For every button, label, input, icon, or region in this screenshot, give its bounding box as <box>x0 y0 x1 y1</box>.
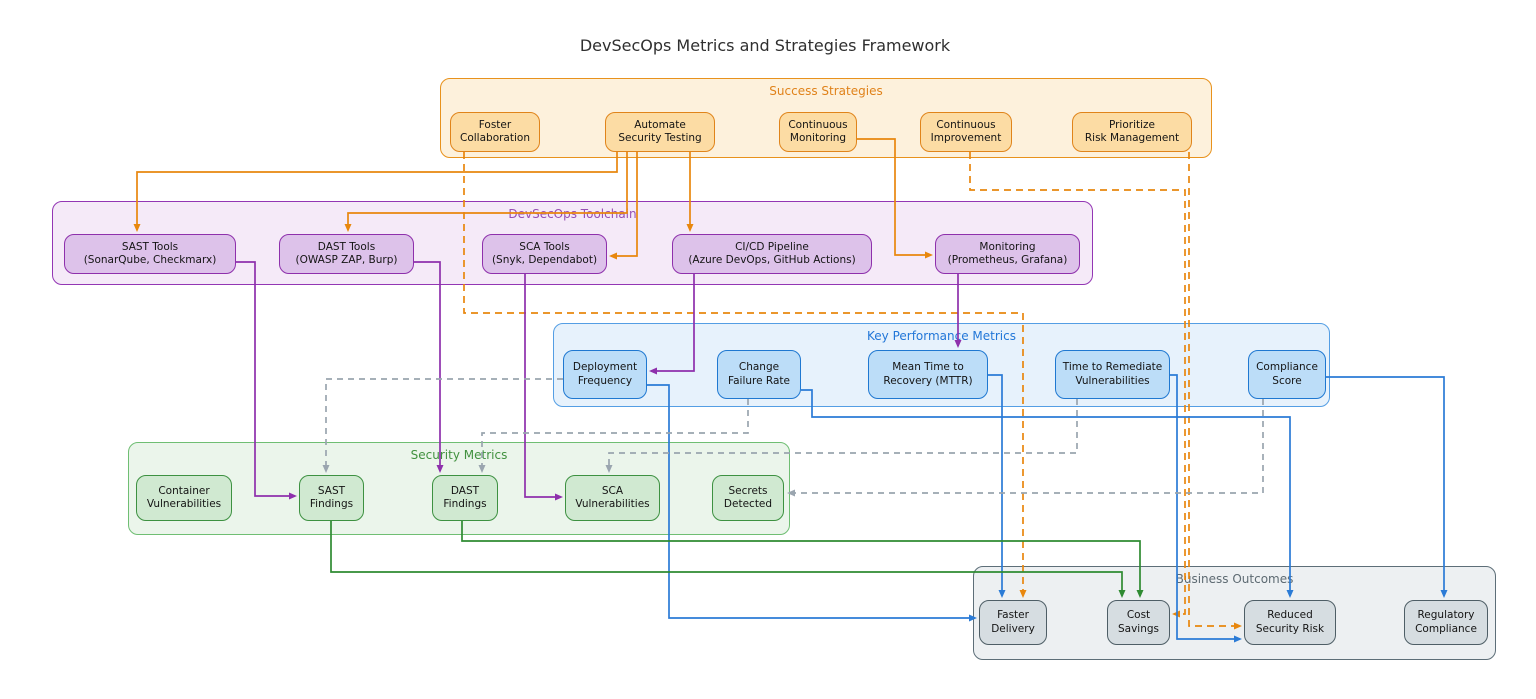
edge-mttr-to-faster_delivery <box>988 374 1006 598</box>
node-container-vulnerabilities: Container Vulnerabilities <box>136 475 232 521</box>
edge-ttrv-to-sca_vulns <box>605 399 1078 473</box>
node-compliance-score: Compliance Score <box>1248 350 1326 399</box>
node-deployment-frequency: Deployment Frequency <box>563 350 647 399</box>
node-automate-security-testing: Automate Security Testing <box>605 112 715 152</box>
node-dast-tools: DAST Tools (OWASP ZAP, Burp) <box>279 234 414 274</box>
node-sast-findings: SAST Findings <box>299 475 364 521</box>
edge-deploy_freq-to-faster_delivery <box>647 384 977 622</box>
node-sca-vulnerabilities: SCA Vulnerabilities <box>565 475 660 521</box>
node-time-to-remediate-vulnerabilities: Time to Remediate Vulnerabilities <box>1055 350 1170 399</box>
node-regulatory-compliance: Regulatory Compliance <box>1404 600 1488 645</box>
node-continuous-improvement: Continuous Improvement <box>920 112 1012 152</box>
edge-prioritize_risk-to-reduced_risk <box>1188 152 1242 630</box>
node-change-failure-rate: Change Failure Rate <box>717 350 801 399</box>
edge-sca_tools-to-sca_vulns <box>524 274 563 501</box>
edge-automate-to-dast_tools <box>344 152 628 232</box>
edge-dast_tools-to-dast_findings <box>414 261 444 473</box>
node-sca-tools: SCA Tools (Snyk, Dependabot) <box>482 234 607 274</box>
edge-sast_findings-to-cost_savings <box>330 521 1126 598</box>
cluster-success-strategies-label: Success Strategies <box>769 84 883 98</box>
node-monitoring: Monitoring (Prometheus, Grafana) <box>935 234 1080 274</box>
edge-cont_improvement-to-cost_savings <box>969 152 1186 618</box>
node-secrets-detected: Secrets Detected <box>712 475 784 521</box>
edge-deploy_freq-to-sast_findings <box>322 378 563 473</box>
node-cicd-pipeline: CI/CD Pipeline (Azure DevOps, GitHub Act… <box>672 234 872 274</box>
node-sast-tools: SAST Tools (SonarQube, Checkmarx) <box>64 234 236 274</box>
edge-cont_monitoring-to-monitoring <box>857 138 933 259</box>
edge-change_fail-to-dast_findings <box>478 399 749 473</box>
node-continuous-monitoring: Continuous Monitoring <box>779 112 857 152</box>
edge-cicd-to-deploy_freq <box>649 274 695 375</box>
edge-automate-to-sast_tools <box>133 152 618 232</box>
node-reduced-security-risk: Reduced Security Risk <box>1244 600 1336 645</box>
edge-sast_tools-to-sast_findings <box>236 261 297 500</box>
edge-dast_findings-to-cost_savings <box>461 521 1144 598</box>
node-cost-savings: Cost Savings <box>1107 600 1170 645</box>
edge-ttrv-to-reduced_risk <box>1170 374 1242 643</box>
node-faster-delivery: Faster Delivery <box>979 600 1047 645</box>
node-dast-findings: DAST Findings <box>432 475 498 521</box>
diagram-title: DevSecOps Metrics and Strategies Framewo… <box>579 36 951 55</box>
cluster-business-outcomes-label: Business Outcomes <box>1175 572 1294 586</box>
edge-compliance-to-reg_compliance <box>1326 376 1448 598</box>
cluster-devsecops-toolchain-label: DevSecOps Toolchain <box>508 207 637 221</box>
edge-compliance-to-secrets <box>787 399 1264 497</box>
edge-change_fail-to-reduced_risk <box>801 389 1294 598</box>
node-prioritize-risk-management: Prioritize Risk Management <box>1072 112 1192 152</box>
node-foster-collaboration: Foster Collaboration <box>450 112 540 152</box>
cluster-security-metrics-label: Security Metrics <box>410 448 508 462</box>
edge-automate-to-sca_tools <box>609 152 638 260</box>
cluster-key-performance-metrics-label: Key Performance Metrics <box>867 329 1016 343</box>
node-mean-time-to-recovery: Mean Time to Recovery (MTTR) <box>868 350 988 399</box>
